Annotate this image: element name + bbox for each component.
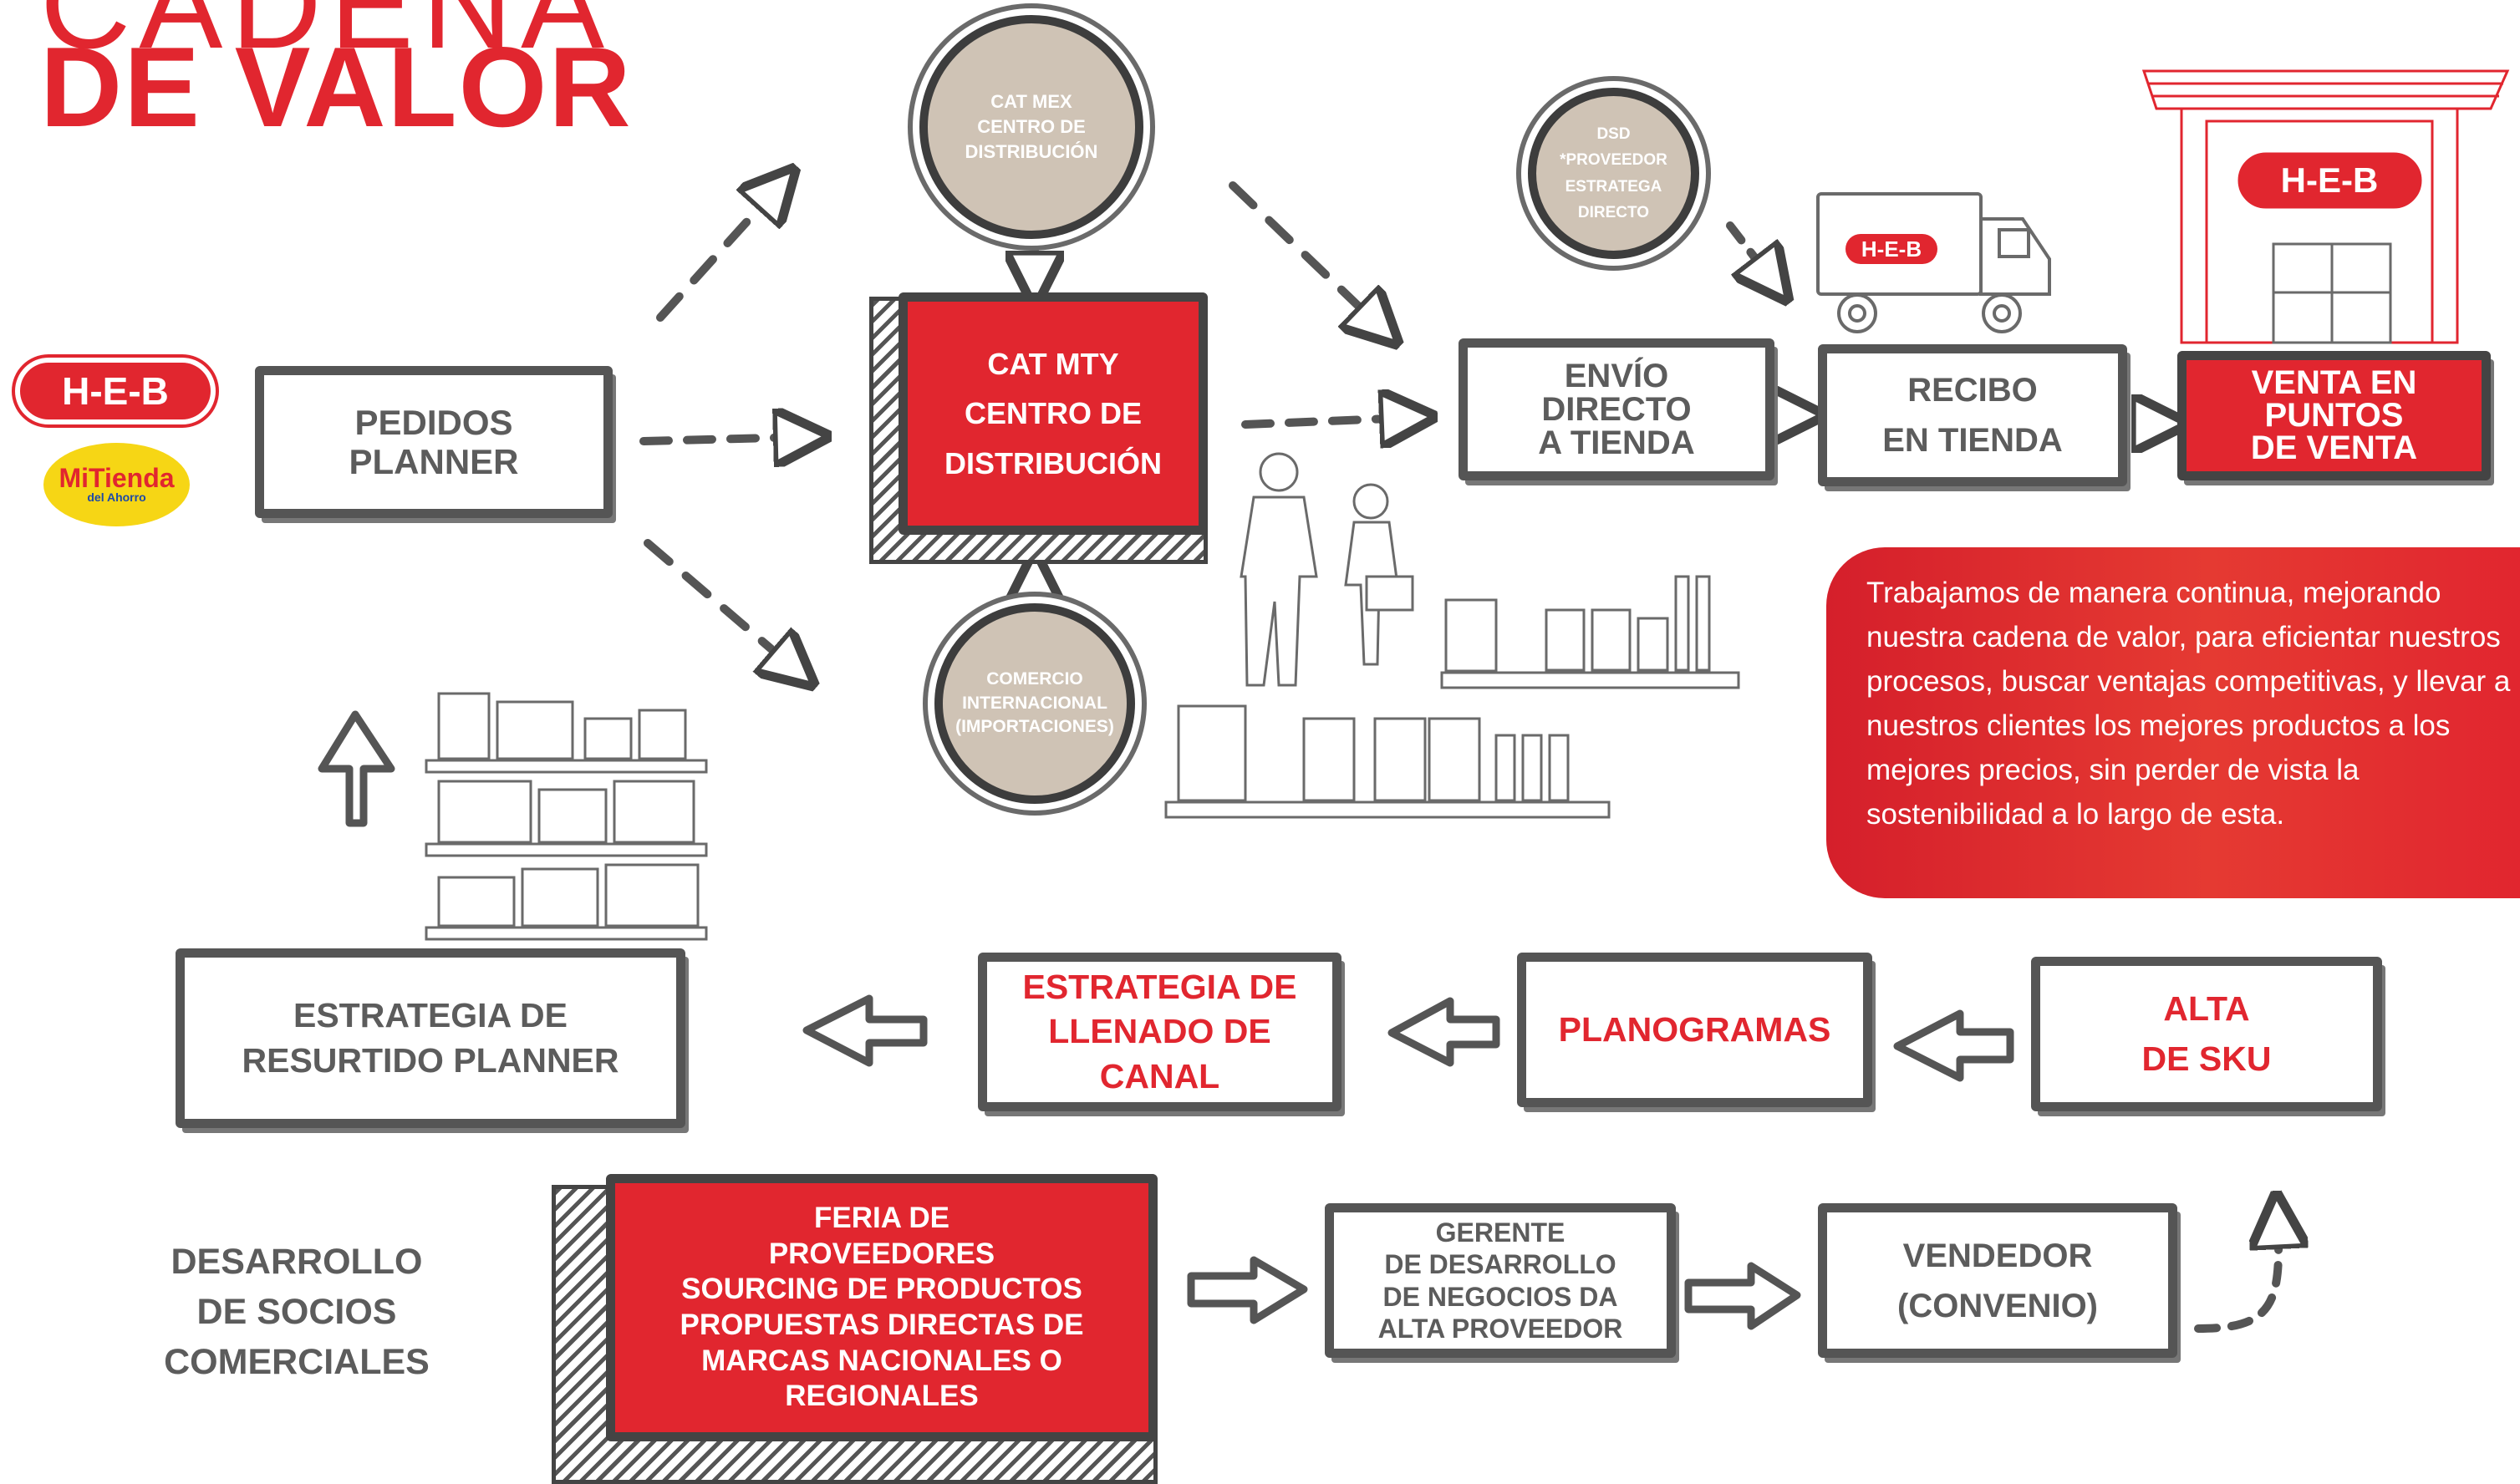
cat-mex-circle: CAT MEX CENTRO DE DISTRIBUCIÓN — [919, 15, 1143, 239]
comercio-internacional-circle: COMERCIO INTERNACIONAL (IMPORTACIONES) — [934, 603, 1135, 804]
arrow-catmty-to-envio — [1241, 418, 1408, 424]
arrow-planogramas-to-llenado — [1387, 997, 1500, 1067]
arrow-catmex-to-envio — [1229, 181, 1379, 326]
truck-logo-background — [1845, 234, 1937, 264]
arrow-pedidos-to-catmex — [656, 188, 777, 322]
store-logo-background — [2233, 148, 2426, 213]
estrategia-llenado-box: ESTRATEGIA DE LLENADO DE CANAL — [978, 953, 1341, 1111]
arrow-pedidos-to-comercio — [644, 539, 794, 668]
shelving-unit-illustration — [425, 692, 708, 941]
mitienda-logo-name: MiTienda — [59, 463, 175, 494]
gerente-desarrollo-box: GERENTE DE DESARROLLO DE NEGOCIOS DA ALT… — [1325, 1203, 1676, 1358]
feria-proveedores-box: FERIA DE PROVEEDORES SOURCING DE PRODUCT… — [606, 1174, 1158, 1441]
mitienda-logo-tag: del Ahorro — [87, 490, 146, 505]
arrow-llenado-to-resurtido — [802, 994, 928, 1067]
arrow-dsd-to-truck — [1726, 221, 1772, 280]
desarrollo-socios-label: DESARROLLO DE SOCIOS COMERCIALES — [164, 1242, 430, 1382]
arrow-pedidos-to-catmty — [639, 437, 802, 441]
estrategia-resurtido-box: ESTRATEGIA DE RESURTIDO PLANNER — [176, 948, 685, 1128]
store-door-illustration — [2272, 242, 2392, 344]
cat-mty-box: CAT MTY CENTRO DE DISTRIBUCIÓN — [899, 292, 1208, 535]
truck-logo: H-E-B — [1861, 236, 1922, 262]
planogramas-box: PLANOGRAMAS — [1517, 953, 1872, 1107]
arrow-vendedor-to-altasku — [2194, 1220, 2278, 1333]
arrow-resurtido-up — [318, 710, 395, 827]
page-title: DE VALOR — [40, 23, 633, 150]
mission-statement: Trabajamos de manera continua, mejorando… — [1826, 547, 2520, 898]
recibo-en-tienda-box: RECIBO EN TIENDA — [1818, 344, 2127, 486]
vendedor-convenio-box: VENDEDOR (CONVENIO) — [1818, 1203, 2177, 1358]
mitienda-logo: MiTienda del Ahorro — [43, 443, 190, 526]
alta-sku-box: ALTA DE SKU — [2031, 957, 2382, 1111]
pedidos-planner-box: PEDIDOS PLANNER — [255, 366, 613, 518]
store-logo: H-E-B — [2281, 160, 2379, 200]
shelf-products-illustration — [1164, 575, 1740, 819]
heb-logo: H-E-B — [15, 358, 216, 424]
envio-directo-box: ENVÍO DIRECTO A TIENDA — [1459, 338, 1774, 480]
shoppers-illustration — [1240, 452, 1414, 687]
venta-puntos-box: VENTA EN PUNTOS DE VENTA — [2177, 351, 2491, 480]
arrow-altasku-to-planogramas — [1893, 1009, 2014, 1082]
arrow-gerente-to-vendedor — [1684, 1262, 1801, 1330]
dsd-circle: DSD *PROVEEDOR ESTRATEGA DIRECTO — [1528, 88, 1699, 259]
arrow-feria-to-gerente — [1187, 1256, 1308, 1324]
title-top-text: CADENA — [40, 0, 613, 74]
delivery-truck-illustration — [1816, 192, 2051, 333]
